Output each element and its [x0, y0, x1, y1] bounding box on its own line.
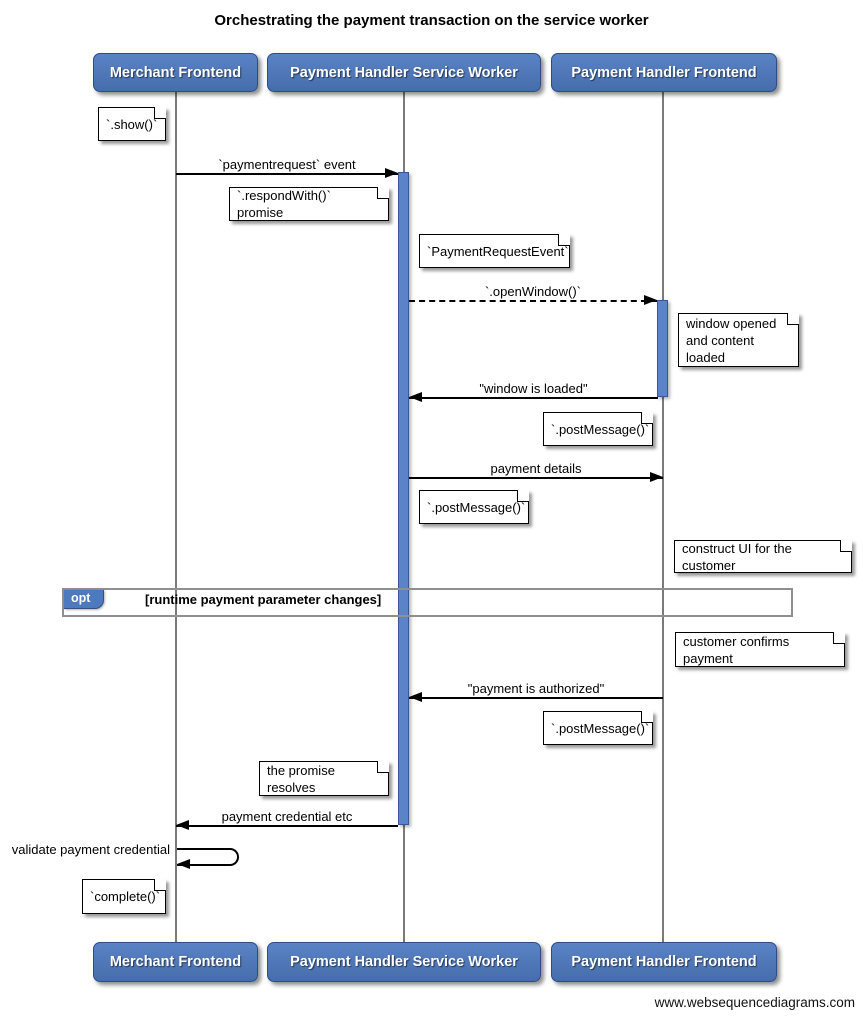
- message-payment-credential: payment credential etc: [176, 809, 398, 830]
- actor-label: Merchant Frontend: [109, 64, 242, 81]
- note-paymentrequestevent: `PaymentRequestEvent`: [419, 234, 570, 268]
- message-line: [176, 173, 398, 175]
- diagram-title: Orchestrating the payment transaction on…: [214, 12, 649, 29]
- message-line: [409, 477, 663, 479]
- message-line: [409, 397, 658, 399]
- message-label: `paymentrequest` event: [218, 157, 356, 172]
- message-label: "window is loaded": [479, 381, 588, 396]
- message-line: [409, 697, 663, 699]
- opt-condition: [runtime payment parameter changes]: [145, 592, 382, 607]
- actor-top-merchant-frontend: Merchant Frontend: [93, 53, 258, 92]
- message-payment-details: payment details: [409, 461, 663, 482]
- actor-bottom-payment-handler-frontend: Payment Handler Frontend: [551, 942, 777, 982]
- message-label: payment details: [490, 461, 582, 476]
- arrowhead-icon: [176, 820, 189, 830]
- actor-top-payment-handler-frontend: Payment Handler Frontend: [551, 53, 777, 92]
- arrowhead-icon: [409, 392, 422, 402]
- message-label: `.openWindow()`: [484, 284, 582, 299]
- note-postmessage-1: `.postMessage()`: [543, 412, 653, 446]
- opt-tab: opt: [64, 590, 105, 609]
- note-window-opened: window opened and content loaded: [678, 313, 799, 367]
- note-construct-ui: construct UI for the customer: [674, 540, 852, 573]
- note-postmessage-2: `.postMessage()`: [419, 490, 529, 524]
- note-promise-resolves: the promise resolves: [259, 761, 389, 796]
- lifeline-payment-handler-frontend: [662, 92, 664, 942]
- actor-label: Merchant Frontend: [109, 954, 242, 970]
- message-openwindow: `.openWindow()`: [409, 284, 657, 305]
- message-line: [176, 825, 398, 827]
- actor-label: Payment Handler Service Worker: [290, 954, 518, 970]
- actor-label: Payment Handler Frontend: [571, 954, 757, 970]
- message-line: [409, 300, 657, 302]
- note-postmessage-3: `.postMessage()`: [543, 711, 653, 745]
- note-complete: `complete()`: [82, 879, 166, 914]
- note-customer-confirms: customer confirms payment: [675, 632, 845, 667]
- note-respondwith-promise: `.respondWith()` promise: [229, 187, 389, 221]
- watermark: www.websequencediagrams.com: [654, 995, 855, 1010]
- opt-frame: opt [runtime payment parameter changes]: [62, 588, 793, 617]
- self-message-label: validate payment credential: [11, 842, 170, 857]
- self-message-loop: [177, 848, 239, 866]
- arrowhead-icon: [409, 692, 422, 702]
- actor-bottom-payment-handler-service-worker: Payment Handler Service Worker: [267, 942, 541, 982]
- message-label: payment credential etc: [221, 809, 353, 824]
- actor-bottom-merchant-frontend: Merchant Frontend: [93, 942, 258, 982]
- message-window-is-loaded: "window is loaded": [409, 381, 658, 402]
- activation-payment-handler-frontend: [657, 300, 668, 397]
- activation-service-worker: [398, 172, 409, 825]
- message-paymentrequest-event: `paymentrequest` event: [176, 157, 398, 178]
- actor-label: Payment Handler Frontend: [571, 64, 757, 81]
- actor-top-payment-handler-service-worker: Payment Handler Service Worker: [267, 53, 541, 92]
- message-label: "payment is authorized": [467, 681, 605, 696]
- arrowhead-icon: [644, 295, 657, 305]
- arrowhead-icon: [385, 168, 398, 178]
- arrowhead-icon: [177, 859, 190, 869]
- actor-label: Payment Handler Service Worker: [290, 64, 518, 81]
- note-show: `.show()`: [98, 107, 166, 141]
- message-payment-is-authorized: "payment is authorized": [409, 681, 663, 702]
- arrowhead-icon: [650, 472, 663, 482]
- lifeline-merchant-frontend: [175, 92, 177, 942]
